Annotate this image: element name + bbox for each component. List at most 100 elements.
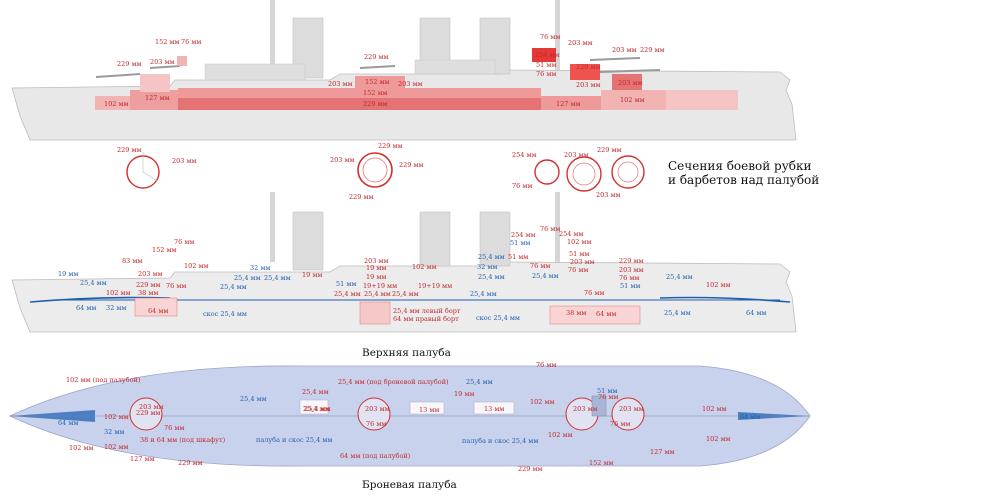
- deck-label: 32 мм: [477, 263, 497, 271]
- belt-127-aft: [601, 90, 666, 110]
- armor-label: 152 мм: [152, 246, 177, 254]
- barbet-aft-2: [612, 74, 642, 90]
- deck-label: 32 мм: [104, 428, 124, 436]
- armor-label: 102 мм: [530, 398, 555, 406]
- armor-label: 152 мм: [589, 459, 614, 467]
- armor-label: 229 мм: [136, 409, 161, 417]
- armor-label: 203 мм: [330, 156, 355, 164]
- armor-label: 102 мм: [702, 405, 727, 413]
- armor-label: 76 мм: [536, 361, 556, 369]
- barbette-plan: [357, 397, 391, 431]
- armor-label: 102 мм: [706, 281, 731, 289]
- armor-label: 203 мм: [364, 257, 389, 265]
- turret-small: [177, 56, 187, 66]
- armor-label: 76 мм: [536, 70, 556, 78]
- armor-label: 83 мм: [122, 257, 142, 265]
- mast-fore: [270, 0, 275, 70]
- armor-label: 38 мм: [138, 289, 158, 297]
- mid-superstructure: [414, 59, 496, 75]
- deck-label: 25,4 мм: [240, 395, 267, 403]
- deck-label: 25,4 мм: [478, 273, 505, 281]
- armor-label: 152 мм: [365, 78, 390, 86]
- armor-label: 25,4 мм: [302, 388, 329, 396]
- armor-label: 203 мм: [564, 151, 589, 159]
- barbette-sections: 229 мм 203 мм 203 мм 229 мм 229 мм 229 м…: [117, 142, 819, 201]
- side-profile: 229 мм 203 мм 152 мм 76 мм 229 мм 203 мм…: [11, 0, 797, 141]
- armor-label: 102 мм: [104, 443, 129, 451]
- mast-aft: [555, 0, 560, 70]
- armor-label: 25,4 мм: [334, 290, 361, 298]
- armor-label: 25,4 мм: [303, 405, 330, 413]
- armor-label: 102 мм: [69, 444, 94, 452]
- armor-label: 203 мм: [619, 266, 644, 274]
- sections-caption-2: и барбетов над палубой: [668, 173, 819, 187]
- deck-label: скос 25,4 мм: [476, 314, 520, 322]
- armor-label: 229 мм: [117, 146, 142, 154]
- armor-label: 127 мм: [650, 448, 675, 456]
- barbet-aft-1: [570, 64, 600, 80]
- armor-label: 76 мм: [181, 38, 201, 46]
- armor-label: 203 мм: [138, 270, 163, 278]
- section-circle: [357, 152, 393, 188]
- armor-label: 203 мм: [596, 191, 621, 199]
- armor-label: 102 мм: [104, 100, 129, 108]
- gun-barrel: [95, 73, 141, 78]
- armor-label: 25,4 мм: [304, 405, 331, 413]
- fore-superstructure: [204, 63, 306, 81]
- armor-label: 102 мм: [106, 289, 131, 297]
- armor-label: 64 мм (под палубой): [340, 452, 411, 460]
- conning-tower-254: [532, 48, 556, 62]
- armor-label: 203 мм: [618, 79, 643, 87]
- armor-label: 203 мм: [398, 80, 423, 88]
- armor-label: 152 мм: [363, 89, 388, 97]
- armor-label: 229 мм: [349, 193, 374, 201]
- belt-102-aft: [666, 90, 738, 110]
- armor-label: 203 мм: [365, 405, 390, 413]
- armor-deck-plan: 102 мм (под палубой) 25,4 мм (под бронев…: [9, 361, 811, 491]
- armor-label: 76 мм: [174, 238, 194, 246]
- deck-label: 32 мм: [106, 304, 126, 312]
- armor-label: 51 мм: [569, 250, 589, 258]
- deck-label: 25,4 мм: [80, 279, 107, 287]
- deck-label: 19 мм: [58, 270, 78, 278]
- armor-label: 229 мм: [364, 53, 389, 61]
- armor-label: 203 мм: [150, 58, 175, 66]
- armor-label: 254 мм: [559, 230, 584, 238]
- deck-label: 64 мм: [740, 413, 760, 421]
- armor-label: 254 мм: [512, 151, 537, 159]
- gun-barrel: [359, 65, 396, 69]
- deck-label: 25,4 мм: [478, 253, 505, 261]
- deck-label: скос 25,4 мм: [203, 310, 247, 318]
- deck-label: 25,4 мм: [666, 273, 693, 281]
- gun-barrel: [599, 69, 661, 73]
- gun-barrel: [149, 65, 181, 69]
- belt-229-main: [178, 98, 541, 110]
- armor-label: 64 мм: [596, 310, 616, 318]
- armor-label: 102 мм: [620, 96, 645, 104]
- armor-label: 19 мм: [366, 264, 386, 272]
- armor-label: 203 мм: [139, 403, 164, 411]
- armor-label: 152 мм: [155, 38, 180, 46]
- gun-barrel: [589, 57, 641, 61]
- armor-label: 229 мм: [597, 146, 622, 154]
- armor-label: 254 мм: [535, 51, 560, 59]
- armor-label: 102 мм: [567, 238, 592, 246]
- armor-label: 102 мм: [412, 263, 437, 271]
- barbette-plan: [611, 397, 645, 431]
- belt-152-main: [178, 88, 541, 98]
- armor-label: 76 мм: [366, 420, 386, 428]
- armor-label: 229 мм: [640, 46, 665, 54]
- armor-label: 102 мм: [706, 435, 731, 443]
- armor-label: 127 мм: [145, 94, 170, 102]
- deck-label: 25,4 мм: [532, 272, 559, 280]
- deck-label: 51 мм: [597, 387, 617, 395]
- armor-label: 19+19 мм: [363, 282, 397, 290]
- armor-label: 25,4 мм (под броневой палубой): [338, 378, 449, 386]
- armor-label: 13 мм: [484, 405, 504, 413]
- armor-label: 127 мм: [130, 455, 155, 463]
- armor-label: 229 мм: [518, 465, 543, 473]
- armor-label: 254 мм: [511, 231, 536, 239]
- armor-label: 102 мм: [548, 431, 573, 439]
- armor-label: 38 и 64 мм (под шкафут): [140, 436, 226, 444]
- deck-label: 25,4 мм: [466, 378, 493, 386]
